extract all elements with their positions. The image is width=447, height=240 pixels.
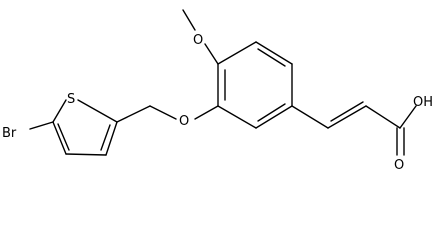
thiophene-ring xyxy=(52,99,118,156)
bond-methyl xyxy=(182,9,196,31)
bond-ch2-thiophene xyxy=(116,105,151,123)
benzene-ring xyxy=(217,41,293,129)
structure-diagram: O O S Br OH O xyxy=(2,9,434,173)
bond-vinyl-double xyxy=(327,105,367,129)
bond-ring-vinyl xyxy=(291,105,329,129)
bond-c-oh xyxy=(399,105,417,129)
bond-vinyl-carboxyl xyxy=(365,105,401,129)
bond-ring-o xyxy=(194,105,219,120)
bond-vinyl-double-inner xyxy=(330,101,364,122)
bond-methoxy-o xyxy=(204,43,219,65)
ether-oxygen-label: O xyxy=(179,114,189,129)
bond-o-ch2 xyxy=(149,105,177,120)
carbonyl-oxygen-label: O xyxy=(394,158,404,173)
thiophene-sulfur-label: S xyxy=(67,92,75,107)
bond-c-br xyxy=(29,121,54,130)
bromine-label: Br xyxy=(2,126,17,141)
molecule-drawing: O O S Br OH O xyxy=(2,9,433,173)
methoxy-oxygen-label: O xyxy=(193,33,203,48)
hydroxyl-label: OH xyxy=(413,95,433,110)
